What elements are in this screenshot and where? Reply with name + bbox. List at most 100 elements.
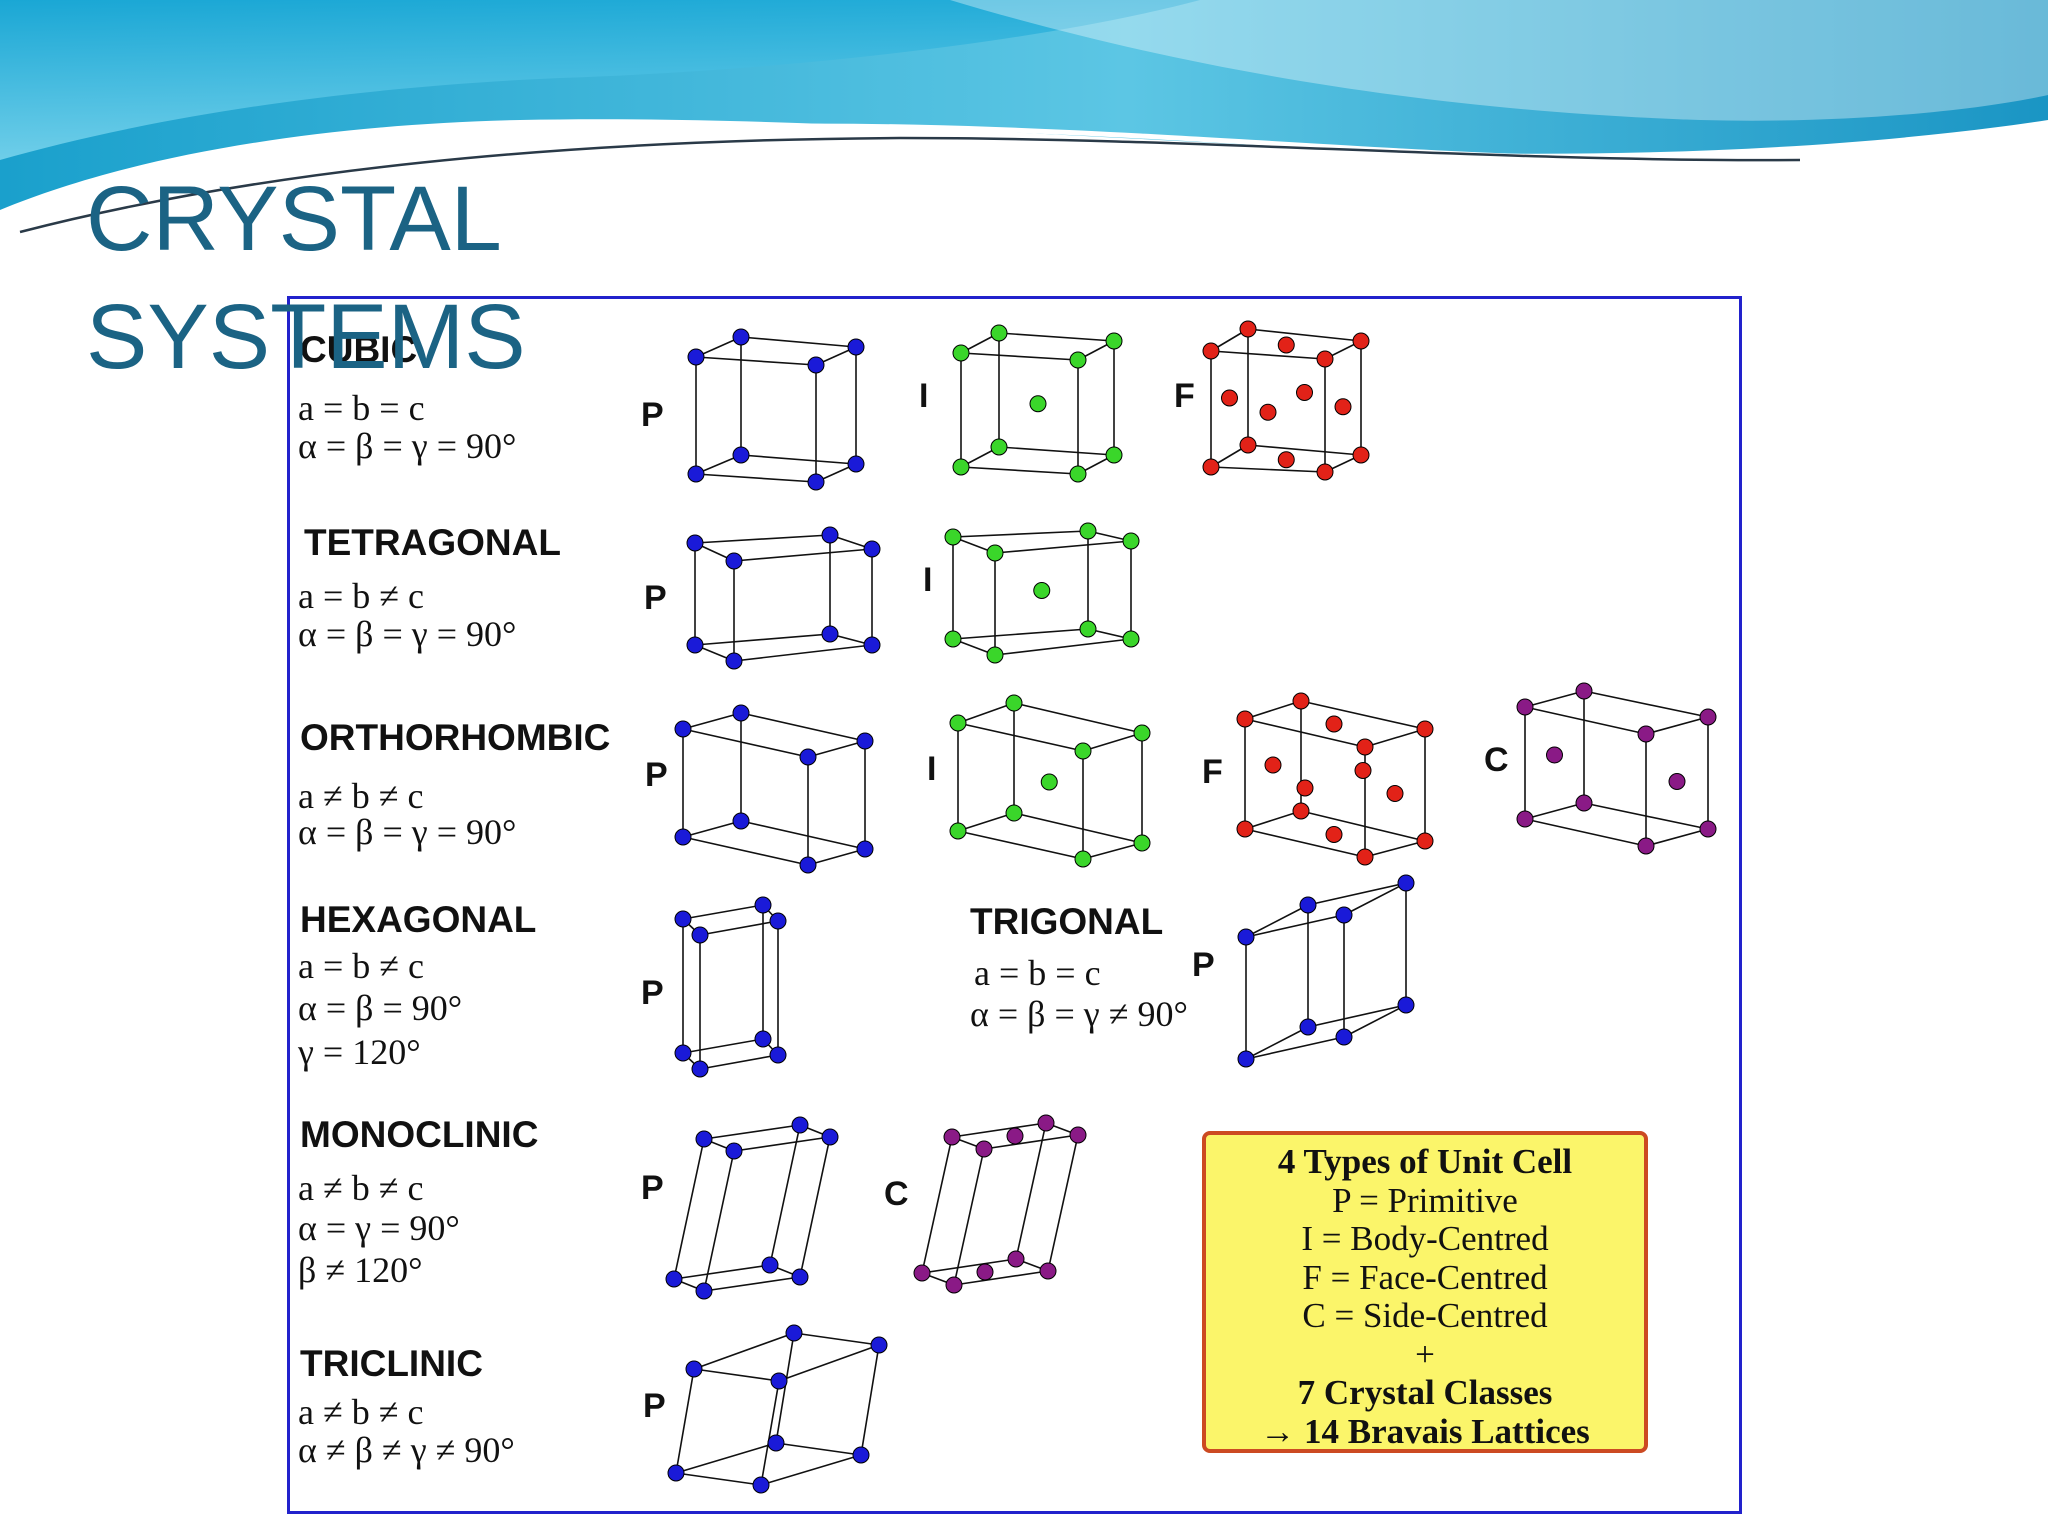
side-centred-atom [975, 1140, 993, 1158]
legend-line: 7 Crystal Classes [1297, 1373, 1553, 1412]
body-centred-atom [990, 438, 1008, 456]
primitive-atom [870, 1336, 888, 1354]
unit-cell-edge [807, 740, 866, 758]
system-relation: a ≠ b ≠ c [298, 776, 424, 816]
unit-cell-edge [1245, 1036, 1345, 1060]
body-centred-atom [1040, 773, 1058, 791]
unit-cell-edge [957, 812, 1015, 832]
unit-cell-edge [695, 356, 817, 366]
system-relation: a = b ≠ c [298, 946, 425, 986]
primitive-atom [674, 1044, 692, 1062]
unit-cell-edge [998, 446, 1115, 456]
unit-cell-edge [998, 332, 1115, 342]
unit-cell-edge [1013, 702, 1143, 734]
lattice-label: P [644, 579, 667, 617]
unit-cell-edge [1210, 466, 1326, 473]
unit-cell-edge [760, 1380, 780, 1486]
unit-cell-edge [694, 534, 831, 544]
primitive-atom [770, 1372, 788, 1390]
primitive-atom [725, 1142, 743, 1160]
primitive-atom [1299, 896, 1317, 914]
unit-cell-edge [740, 336, 857, 348]
system-name-tetragonal: TETRAGONAL [304, 522, 561, 563]
system-name-triclinic: TRICLINIC [300, 1343, 483, 1384]
unit-cell-edge [960, 352, 1079, 361]
bravais-lattice-figure: CUBIC a = b = c α = β = γ = 90° P I F TE… [287, 296, 1742, 1514]
unit-cell-edge [1364, 840, 1426, 858]
primitive-atom [785, 1324, 803, 1342]
primitive-atom [1397, 874, 1415, 892]
lattice-label: P [643, 1387, 666, 1425]
face-centred-atom [1352, 446, 1370, 464]
unit-cell-edge [921, 1136, 953, 1274]
system-relation: α = β = γ = 90° [298, 426, 517, 466]
unit-cell-edge [1245, 1026, 1309, 1060]
primitive-atom [856, 732, 874, 750]
legend-heading: 4 Types of Unit Cell [1277, 1142, 1573, 1181]
unit-cell-edge [693, 1332, 795, 1370]
unit-cell-edge [1343, 1004, 1407, 1038]
face-centred-atom [1352, 332, 1370, 350]
side-centred-atom [1637, 837, 1655, 855]
unit-cell-edge [1364, 728, 1426, 748]
body-centred-atom [1069, 351, 1087, 369]
lattice-label: F [1174, 377, 1195, 415]
side-centred-atom [943, 1128, 961, 1146]
unit-cell-edge [682, 836, 809, 866]
unit-cell-edge [1082, 842, 1143, 860]
side-centred-atom [1069, 1126, 1087, 1144]
unit-cell-edge [775, 1442, 862, 1456]
primitive-atom [1335, 906, 1353, 924]
primitive-atom [732, 704, 750, 722]
body-centred-atom [1033, 582, 1051, 599]
system-name-cubic: CUBIC [300, 329, 418, 370]
lattice-label: P [641, 396, 664, 434]
body-centred-atom [986, 646, 1004, 664]
side-centred-atom [1668, 773, 1686, 790]
body-centred-atom [1074, 742, 1092, 760]
side-centred-atom [1037, 1114, 1055, 1132]
unit-cell-edge [1307, 1004, 1407, 1028]
primitive-atom [686, 636, 704, 654]
face-centred-atom [1356, 738, 1374, 756]
primitive-atom [791, 1116, 809, 1134]
side-centred-atom [913, 1264, 931, 1282]
primitive-atom [752, 1476, 770, 1494]
body-centred-atom [952, 344, 970, 362]
body-centred-atom [1005, 694, 1023, 712]
unit-cell-edge [699, 920, 779, 936]
primitive-atom [687, 465, 705, 483]
body-centred-atom [1133, 834, 1151, 852]
body-centred-atom [986, 544, 1004, 562]
primitive-atom [1299, 1018, 1317, 1036]
unit-cell-edge [778, 1344, 880, 1382]
unit-cell-edge [703, 1276, 801, 1292]
unit-cell-edge [952, 628, 1089, 640]
system-relation: α ≠ β ≠ γ ≠ 90° [298, 1430, 515, 1470]
unit-cell-edge [952, 530, 1089, 538]
unit-cell-edge [1524, 690, 1585, 708]
lattice-label: P [645, 756, 668, 794]
primitive-atom [799, 856, 817, 874]
unit-cell-edge [699, 1054, 779, 1070]
lattice-label: C [884, 1175, 909, 1213]
unit-cell-drawings [665, 320, 1717, 1494]
face-centred-atom [1316, 463, 1334, 481]
unit-cell-edge [695, 473, 817, 483]
unit-cell-edge [1015, 1122, 1047, 1260]
side-centred-atom [1007, 1250, 1025, 1268]
unit-cell-edge [953, 1148, 985, 1286]
face-centred-atom [1236, 820, 1254, 838]
primitive-atom [1335, 1028, 1353, 1046]
primitive-atom [821, 526, 839, 544]
primitive-atom [1397, 996, 1415, 1014]
primitive-atom [821, 625, 839, 643]
unit-cell-edge [1247, 328, 1362, 342]
legend-line: F = Face-Centred [1302, 1257, 1548, 1297]
unit-cell-edge [1300, 810, 1426, 842]
unit-cell-edge [799, 1136, 831, 1278]
primitive-atom [1237, 1050, 1255, 1068]
body-centred-atom [949, 714, 967, 732]
side-centred-atom [1006, 1127, 1024, 1145]
primitive-atom [767, 1434, 785, 1452]
